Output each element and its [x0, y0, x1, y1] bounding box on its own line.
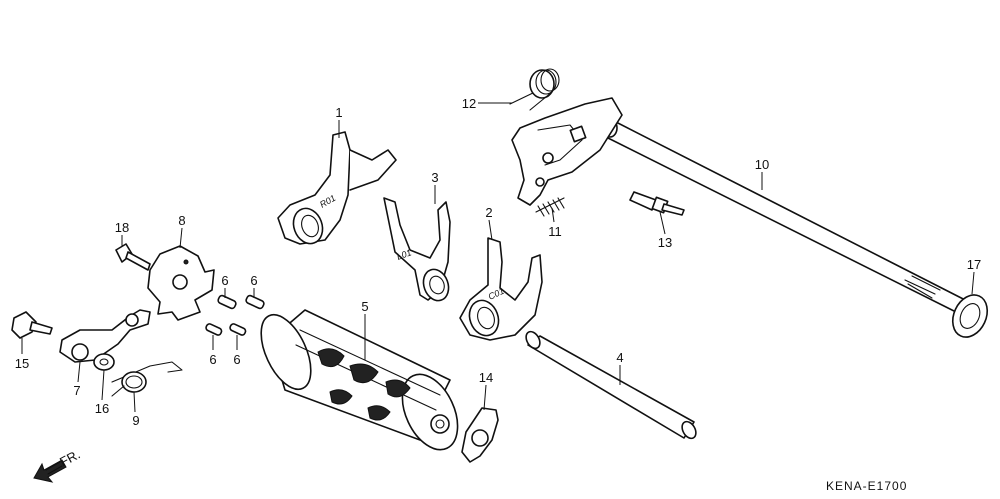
center-plate-bolt — [115, 243, 151, 271]
callout-18: 18 — [115, 220, 129, 235]
callout-17: 17 — [967, 257, 981, 272]
callout-numbers: 1 2 3 4 5 6 6 6 6 7 8 9 10 11 12 13 14 1… — [15, 96, 981, 428]
pivot-bolt — [11, 311, 53, 339]
shift-fork-r: R01 — [277, 131, 397, 245]
drum-center-plate — [147, 245, 215, 321]
callout-8: 8 — [178, 213, 185, 228]
callout-15: 15 — [15, 356, 29, 371]
callout-6a: 6 — [221, 273, 228, 288]
oil-seal — [951, 294, 989, 338]
callout-2: 2 — [485, 205, 492, 220]
drum-bearing-plate — [461, 407, 499, 463]
dowel-pins — [205, 294, 265, 336]
front-direction-indicator: FR. — [33, 446, 83, 483]
callout-1: 1 — [335, 105, 342, 120]
callout-4: 4 — [616, 350, 623, 365]
callout-9: 9 — [132, 413, 139, 428]
front-arrow-icon — [33, 459, 67, 483]
callout-14: 14 — [479, 370, 493, 385]
callout-6d: 6 — [233, 352, 240, 367]
shift-fork-l: L01 — [383, 197, 451, 302]
fork-stamp-l: L01 — [395, 247, 413, 262]
callout-12: 12 — [462, 96, 476, 111]
stopper-spring — [111, 361, 183, 397]
leader-lines — [21, 102, 975, 413]
shift-arm-plate — [511, 97, 623, 206]
diagram-code: KENA-E1700 — [826, 479, 907, 493]
callout-10: 10 — [755, 157, 769, 172]
stopper-pin — [629, 191, 685, 216]
callout-7: 7 — [73, 383, 80, 398]
shift-fork-c: C01 — [459, 237, 543, 341]
callout-3: 3 — [431, 170, 438, 185]
gearshift-spindle — [602, 118, 976, 319]
callout-13: 13 — [658, 235, 672, 250]
washer — [93, 353, 115, 371]
shift-spring-small — [535, 197, 565, 217]
callout-6b: 6 — [250, 273, 257, 288]
return-spring — [509, 68, 560, 111]
shift-drum — [260, 309, 459, 451]
callout-5: 5 — [361, 299, 368, 314]
callout-16: 16 — [95, 401, 109, 416]
drum-stopper-arm — [59, 309, 151, 363]
fork-shaft — [525, 330, 697, 440]
callout-11: 11 — [548, 224, 562, 239]
callout-6c: 6 — [209, 352, 216, 367]
